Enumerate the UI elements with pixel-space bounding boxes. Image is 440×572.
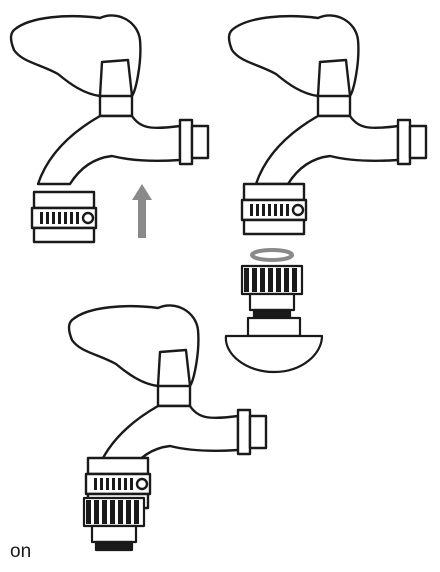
step-1-group <box>9 14 210 244</box>
tap-icon <box>227 14 428 186</box>
threaded-connector-icon <box>240 264 304 320</box>
adapter-ring-icon <box>240 182 308 236</box>
adapter-ring-icon <box>30 190 98 244</box>
tap-icon <box>67 304 268 476</box>
tap-icon <box>9 14 210 186</box>
hose-coupling-icon <box>224 316 324 374</box>
caption-fragment: on <box>10 541 32 562</box>
up-arrow-icon <box>132 184 152 238</box>
washer-icon <box>250 248 294 262</box>
step-2-group <box>224 14 428 374</box>
threaded-connector-icon <box>82 496 146 552</box>
